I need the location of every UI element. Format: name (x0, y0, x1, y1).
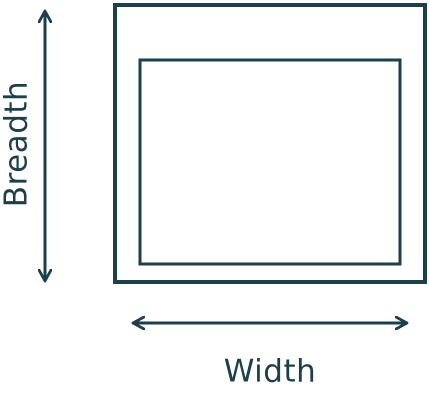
width-label: Width (224, 354, 317, 390)
inner-rectangle (138, 58, 402, 266)
outer-frame (113, 3, 427, 284)
breadth-label: Breadth (0, 81, 35, 207)
